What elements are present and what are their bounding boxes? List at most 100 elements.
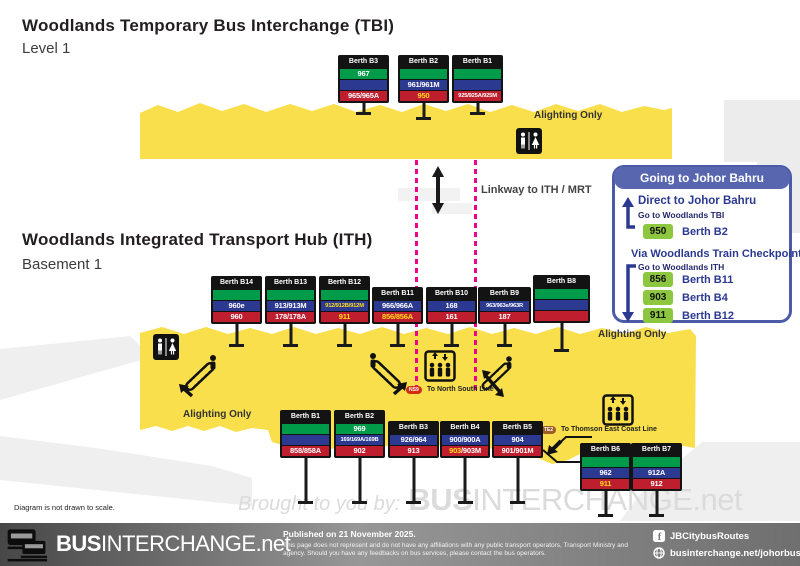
sign-pole [422,103,425,120]
service-band-red: 187 [480,312,529,322]
tbi-title: Woodlands Temporary Bus Interchange (TBI… [22,16,395,35]
service-band-green: 967 [340,69,387,79]
service-band-red: 903/903M [442,446,488,456]
berth-name: Berth B2 [344,413,375,420]
facebook-icon: f [653,530,665,542]
ith-alighting-label-left: Alighting Only [183,409,252,420]
ith-title: Woodlands Integrated Transport Hub (ITH) [22,230,373,249]
service-row: 950 Berth B2 [643,224,728,239]
sign-pole [463,458,467,504]
businterchange-logo [7,529,48,562]
service-number-badge: 911 [643,308,673,323]
service-band-blue: 966/966A [374,301,421,311]
globe-icon [653,547,665,559]
road-linkway-1 [398,188,460,201]
service-band-red: 178/178A [267,312,314,322]
watermark-brand-bold: BUS [408,482,473,517]
disclaimer-text: This page does not represent and do not … [283,542,628,557]
service-band-blue: 960e [213,301,260,311]
service-number: 856/856A [382,312,413,321]
service-number: 903 [449,446,462,455]
berth-name: Berth B13 [273,279,308,286]
berth-name: Berth B8 [546,278,577,285]
website-link[interactable]: businterchange.net/johorbus [653,547,800,559]
facebook-link[interactable]: f JBCitybusRoutes [653,530,749,542]
direct-subheading: Go to Woodlands TBI [638,210,725,220]
sign-pole [560,323,563,352]
service-band-blue: 912A [633,468,680,478]
service-band-red: 912 [633,479,680,489]
service-number: 911 [338,312,351,321]
via-subheading: Go to Woodlands ITH [638,262,725,272]
footer-brand-rest: INTERCHANGE.net [100,531,291,556]
service-number: 960 [230,312,243,321]
service-band-blue [454,80,501,90]
service-band-red: 858/858A [282,446,329,456]
berth-name: Berth B1 [290,413,321,420]
service-number-badge: 903 [643,290,673,305]
service-band-red: 913 [390,446,437,456]
service-band-blue: 912/912B/912M [321,301,368,311]
via-heading: Via Woodlands Train Checkpoint [631,248,800,260]
sign-pole [516,458,519,504]
service-band-red: 965/965A [340,91,387,101]
sign-pole [503,324,506,347]
service-band-green [213,290,260,300]
lift-icon [424,350,456,382]
via-down-arrow-icon [622,264,636,322]
service-number-badge: 950 [643,224,673,239]
svg-text:f: f [658,532,662,542]
te2-station-badge: TE2 [541,426,557,434]
sign-pole [289,324,292,347]
service-band-blue: 962 [582,468,629,478]
service-band-green [633,457,680,467]
service-berth: Berth B4 [682,291,728,304]
berth-name: Berth B7 [641,446,672,453]
path-to-te2-arrow-icon [542,436,594,463]
service-number: 900/900A [449,435,481,444]
footer-bar: BUSINTERCHANGE.net Published on 21 Novem… [0,523,800,566]
service-number: 912 [650,479,663,488]
service-band-blue: 926/964 [390,435,437,445]
service-number: 963/963e/963R [485,303,524,309]
service-row: 903 Berth B4 [643,290,728,305]
service-band-blue [535,300,588,310]
service-number: 902 [353,446,366,455]
escalator-bidirectional-icon [481,356,512,397]
service-band-blue: 169/169A/169B [336,435,383,445]
service-band-green [267,290,314,300]
berth-name: Berth B2 [408,58,439,65]
berth-sign: Berth B8 [533,275,590,352]
service-number: /903M [461,446,481,455]
service-band-red: 911 [582,479,629,489]
tbi-level: Level 1 [22,40,71,57]
service-number: 168 [445,301,458,310]
sign-pole [412,458,415,504]
service-number: 965/965A [348,91,379,100]
service-berth: Berth B11 [682,273,734,286]
service-number: 961/961M [407,80,440,89]
direct-up-arrow-icon [622,197,635,229]
footer-brand: BUSINTERCHANGE.net [56,531,291,557]
service-band-blue: 900/900A [442,435,488,445]
sign-pole [396,324,399,347]
service-number: 904 [511,435,524,444]
service-number: 960e [228,301,245,310]
service-band-green [535,289,588,299]
watermark-brand: BUSINTERCHANGE.net [408,482,742,518]
service-band-red: 902 [336,446,383,456]
berth-name: Berth B12 [327,279,362,286]
service-band-green [282,424,329,434]
service-band-green [321,290,368,300]
sign-pole [655,491,658,517]
service-band-blue: 904 [494,435,541,445]
berth-name: Berth B1 [462,58,493,65]
service-number: 912A [647,468,666,477]
service-band-blue: 168 [428,301,475,311]
